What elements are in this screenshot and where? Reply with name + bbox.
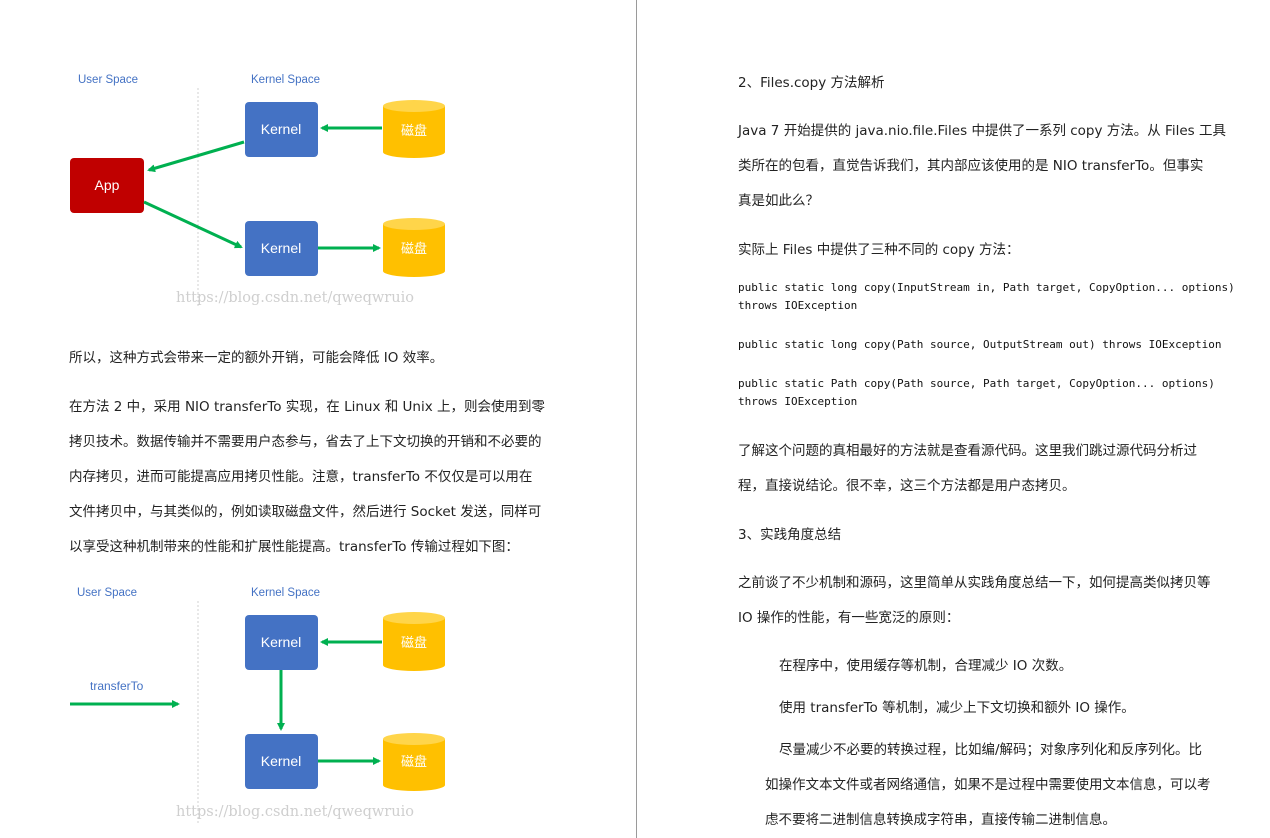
- svg-text:磁盘: 磁盘: [401, 754, 427, 769]
- paragraph-line: 程，直接说结论。很不幸，这三个方法都是用户态拷贝。: [738, 478, 1076, 494]
- paragraph: 实际上 Files 中提供了三种不同的 copy 方法：: [738, 242, 1020, 258]
- paragraph-line: Java 7 开始提供的 java.nio.file.Files 中提供了一系列…: [738, 123, 1226, 139]
- code-line: throws IOException: [738, 299, 858, 312]
- watermark: https://blog.csdn.net/qweqwruio: [176, 290, 414, 306]
- paragraph-line: 之前谈了不少机制和源码，这里简单从实践角度总结一下，如何提高类似拷贝等: [738, 575, 1211, 591]
- kernel-space-label: Kernel Space: [251, 587, 320, 599]
- code-line: public static long copy(InputStream in, …: [738, 281, 1235, 294]
- arrow-app-to-kernel: [143, 200, 243, 249]
- code-line: throws IOException: [738, 395, 858, 408]
- diagram-traditional-copy: User Space Kernel Space App Kernel Kerne…: [0, 60, 636, 320]
- kernel-box-bottom: Kernel: [245, 734, 318, 789]
- paragraph: 所以，这种方式会带来一定的额外开销，可能会降低 IO 效率。: [69, 350, 444, 366]
- paragraph-line: IO 操作的性能，有一些宽泛的原则：: [738, 610, 960, 626]
- kernel-space-label: Kernel Space: [251, 74, 320, 86]
- bullet-item-continuation: 如操作文本文件或者网络通信，如果不是过程中需要使用文本信息，可以考: [765, 777, 1211, 793]
- kernel-box-top: Kernel: [245, 615, 318, 670]
- paragraph-line: 类所在的包看，直觉告诉我们，其内部应该使用的是 NIO transferTo。但…: [738, 158, 1204, 174]
- disk-icon: 磁盘: [383, 612, 445, 671]
- svg-text:Kernel: Kernel: [261, 121, 301, 137]
- svg-text:Kernel: Kernel: [261, 634, 301, 650]
- code-line: public static long copy(Path source, Out…: [738, 338, 1222, 351]
- svg-text:磁盘: 磁盘: [401, 241, 427, 256]
- kernel-box-top: Kernel: [245, 102, 318, 157]
- bullet-item: 尽量减少不必要的转换过程，比如编/解码；对象序列化和反序列化。比: [779, 742, 1203, 758]
- user-space-label: User Space: [77, 587, 137, 599]
- arrow-kernel-to-app: [147, 140, 245, 173]
- paragraph-line: 拷贝技术。数据传输并不需要用户态参与，省去了上下文切换的开销和不必要的: [69, 434, 542, 450]
- disk-icon: 磁盘: [383, 218, 445, 277]
- kernel-box-bottom: Kernel: [245, 221, 318, 276]
- bullet-item: 在程序中，使用缓存等机制，合理减少 IO 次数。: [779, 658, 1073, 674]
- disk-icon: 磁盘: [383, 100, 445, 158]
- watermark: https://blog.csdn.net/qweqwruio: [176, 804, 414, 820]
- svg-text:Kernel: Kernel: [261, 753, 301, 769]
- svg-text:App: App: [95, 177, 120, 193]
- bullet-item: 使用 transferTo 等机制，减少上下文切换和额外 IO 操作。: [779, 700, 1135, 716]
- diagram-transferto: User Space Kernel Space transferTo Kerne…: [0, 573, 636, 838]
- bullet-item-continuation: 虑不要将二进制信息转换成字符串，直接传输二进制信息。: [765, 812, 1116, 828]
- app-box: App: [70, 158, 144, 213]
- paragraph-line: 了解这个问题的真相最好的方法就是查看源代码。这里我们跳过源代码分析过: [738, 443, 1197, 459]
- transferto-label: transferTo: [90, 679, 144, 693]
- paragraph-line: 文件拷贝中，与其类似的，例如读取磁盘文件，然后进行 Socket 发送，同样可: [69, 504, 542, 520]
- paragraph-line: 以享受这种机制带来的性能和扩展性能提高。transferTo 传输过程如下图：: [69, 539, 519, 555]
- section-heading: 2、Files.copy 方法解析: [738, 75, 885, 91]
- svg-text:磁盘: 磁盘: [401, 123, 427, 138]
- section-heading: 3、实践角度总结: [738, 527, 842, 543]
- disk-icon: 磁盘: [383, 733, 445, 791]
- paragraph-line: 内存拷贝，进而可能提高应用拷贝性能。注意，transferTo 不仅仅是可以用在: [69, 469, 533, 485]
- svg-text:Kernel: Kernel: [261, 240, 301, 256]
- paragraph-line: 真是如此么？: [738, 193, 819, 209]
- paragraph-line: 在方法 2 中，采用 NIO transferTo 实现，在 Linux 和 U…: [69, 399, 545, 415]
- page-divider: [636, 0, 637, 838]
- user-space-label: User Space: [78, 74, 138, 86]
- code-line: public static Path copy(Path source, Pat…: [738, 377, 1215, 390]
- svg-text:磁盘: 磁盘: [401, 635, 427, 650]
